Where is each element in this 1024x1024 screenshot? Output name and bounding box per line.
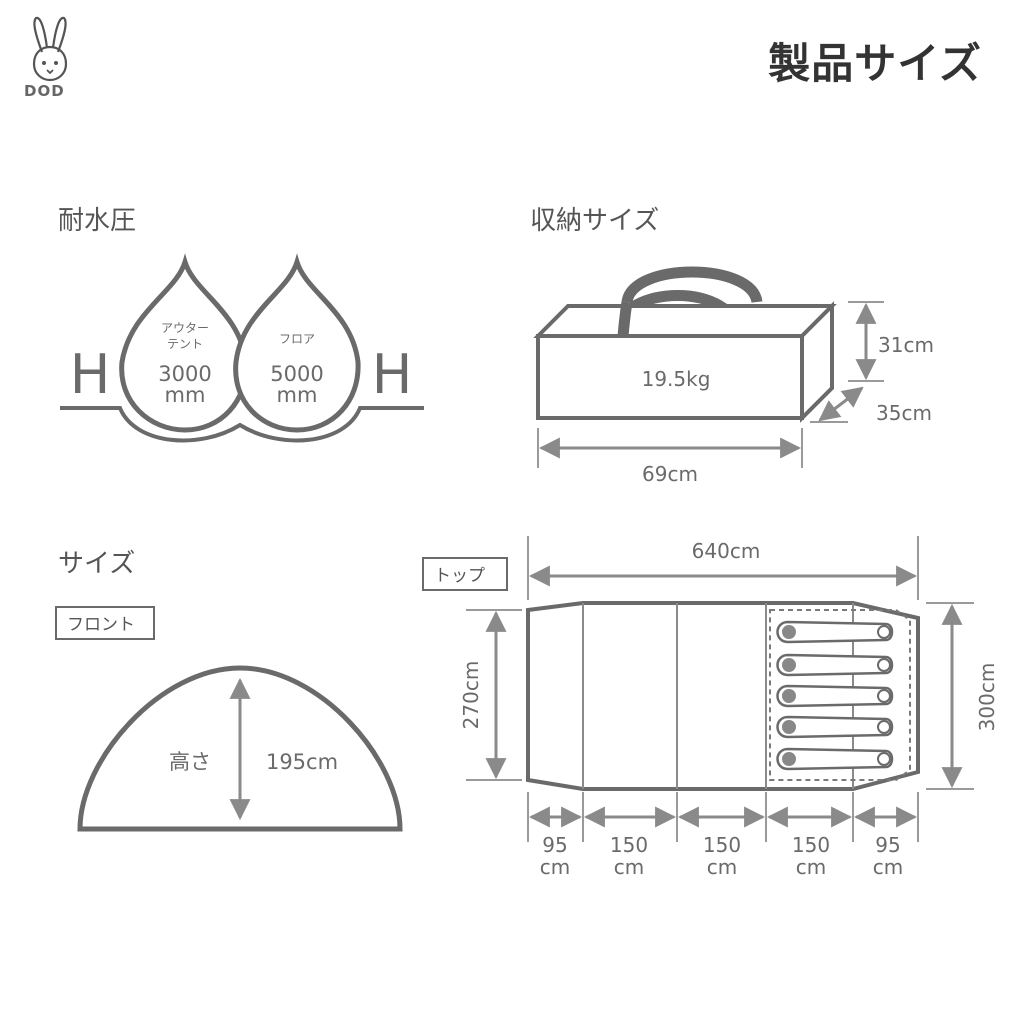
- storage-bag-diagram: 19.5kg 31cm 35cm 69cm: [533, 266, 934, 486]
- bag-width: 69cm: [642, 462, 698, 486]
- outer-tent-value: 3000: [158, 362, 211, 386]
- sleeper-icons: [776, 620, 894, 771]
- segment-5-unit: cm: [873, 855, 903, 879]
- ground-line: [60, 406, 424, 443]
- segment-3-value: 150: [703, 833, 741, 857]
- page-title: 製品サイズ: [768, 39, 982, 88]
- front-height-label: 高さ: [169, 750, 211, 774]
- floor-unit: mm: [277, 383, 318, 407]
- segment-5-value: 95: [875, 833, 900, 857]
- bag-depth: 35cm: [876, 401, 932, 425]
- outer-tent-unit: mm: [165, 383, 206, 407]
- floor-drop-icon: [233, 253, 361, 433]
- bag-weight: 19.5kg: [642, 367, 711, 391]
- inner-width: 270cm: [459, 661, 483, 730]
- front-view-diagram: 高さ 195cm: [77, 665, 403, 832]
- bag-top: [533, 304, 837, 338]
- front-view-tag: フロント: [55, 606, 155, 640]
- depth-arrow: [818, 386, 864, 422]
- size-title: サイズ: [58, 549, 136, 579]
- segment-1-value: 95: [542, 833, 567, 857]
- segment-4-unit: cm: [796, 855, 826, 879]
- segment-4-value: 150: [792, 833, 830, 857]
- outer-tent-drop-icon: [119, 253, 249, 433]
- outer-tent-label-2: テント: [167, 337, 203, 351]
- bag-height: 31cm: [878, 333, 934, 357]
- total-length: 640cm: [692, 539, 761, 563]
- top-view-tag: トップ: [422, 557, 508, 591]
- brand-logo: [22, 14, 78, 86]
- segment-2-unit: cm: [614, 855, 644, 879]
- h-letter-left: H: [70, 343, 111, 406]
- bag-front: [536, 334, 804, 420]
- floor-value: 5000: [270, 362, 323, 386]
- rabbit-logo-icon: [32, 16, 68, 82]
- storage-title: 収納サイズ: [530, 206, 660, 236]
- waterproof-title: 耐水圧: [58, 206, 137, 236]
- tent-top-outline: [526, 601, 920, 791]
- bag-handle-back: [621, 266, 763, 304]
- segment-3-unit: cm: [707, 855, 737, 879]
- waterproof-diagram: H H アウター テント 3000 mm フロア 5000 mm: [60, 253, 424, 443]
- segment-1-unit: cm: [540, 855, 570, 879]
- inner-tent-outline: [769, 609, 911, 781]
- h-letter-right: H: [372, 343, 413, 406]
- outer-tent-label-1: アウター: [161, 321, 209, 335]
- front-height-value: 195cm: [266, 750, 338, 774]
- segment-2-value: 150: [610, 833, 648, 857]
- outer-width: 300cm: [975, 663, 999, 732]
- floor-label: フロア: [279, 332, 315, 346]
- brand-name: DOD: [24, 82, 65, 100]
- top-view-diagram: 640cm 270cm 300cm: [459, 536, 999, 879]
